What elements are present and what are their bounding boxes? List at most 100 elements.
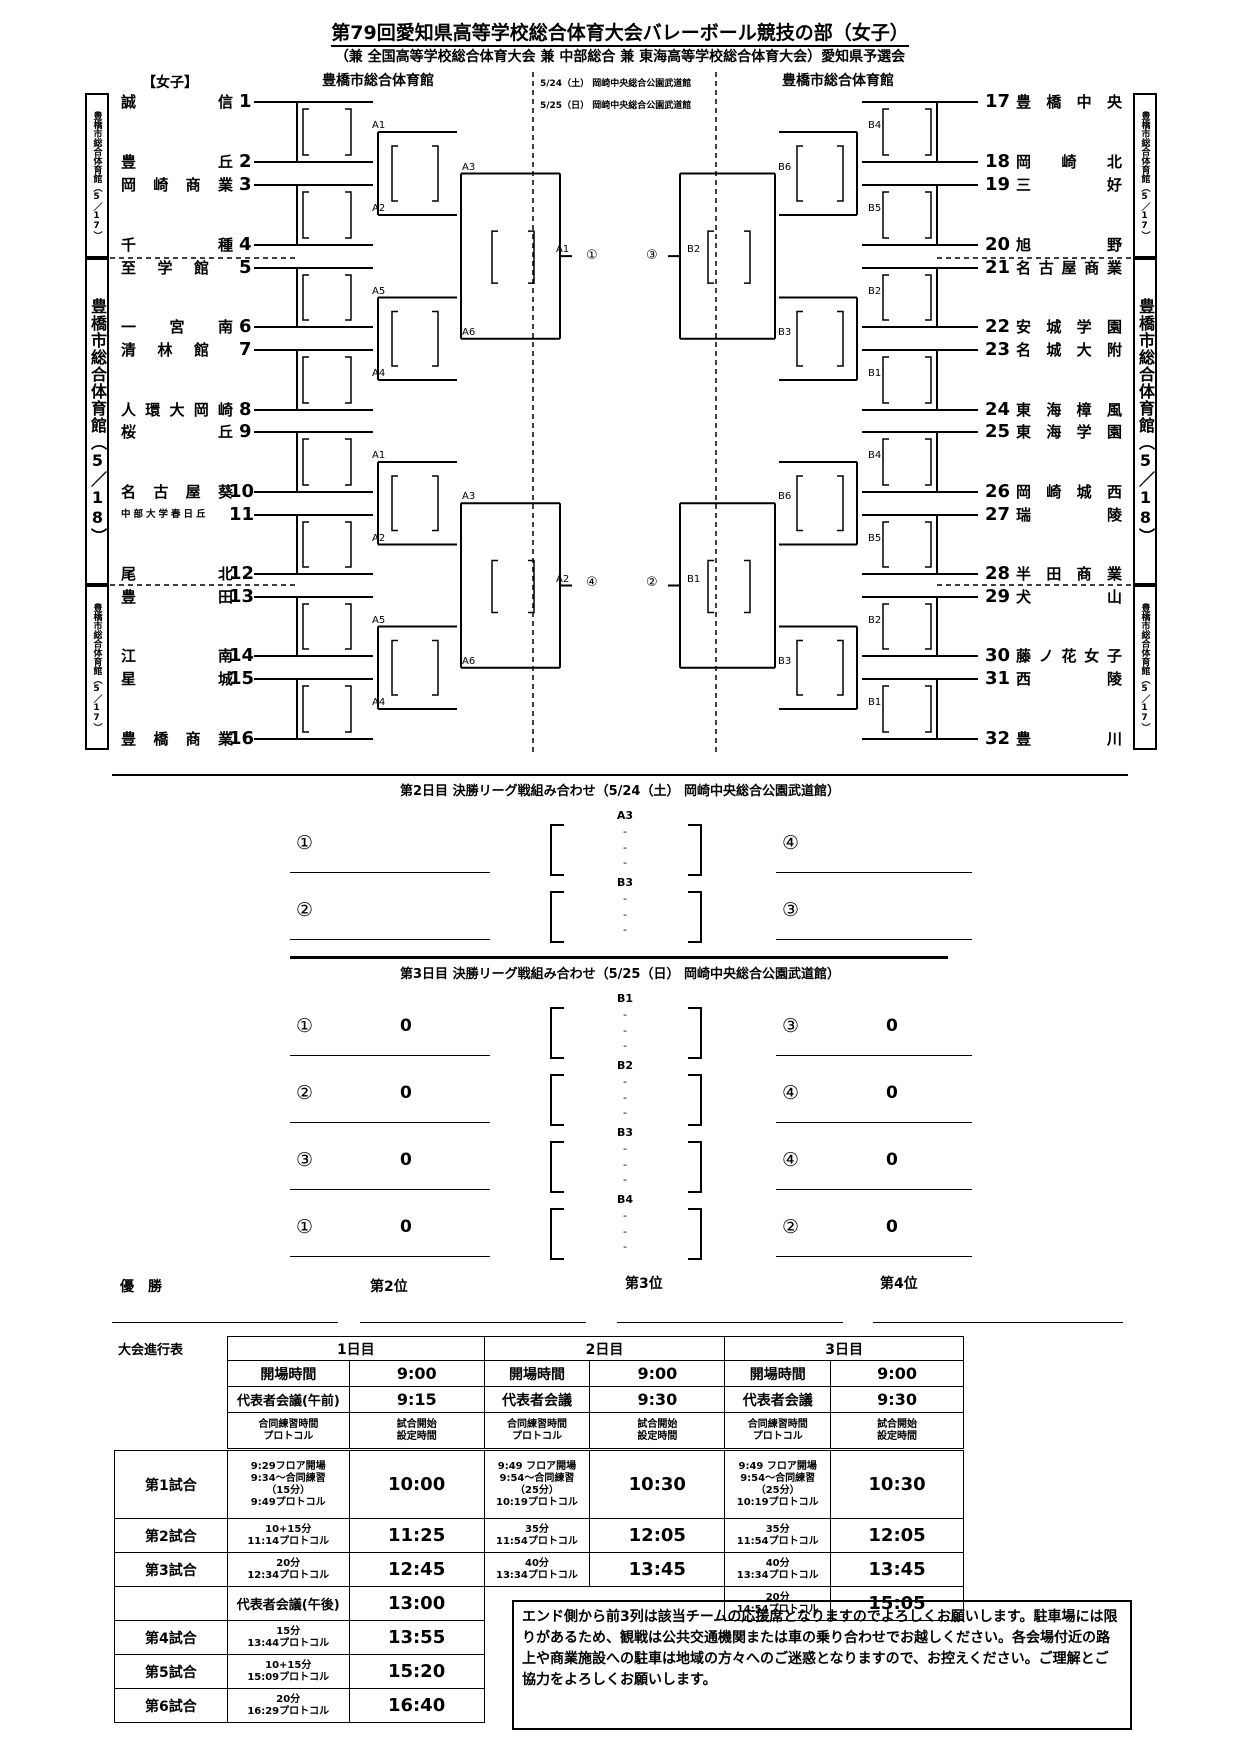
meeting-label-d1: 代表者会議(午前)	[227, 1386, 350, 1413]
score-slot	[302, 685, 352, 733]
score-slot	[796, 475, 844, 532]
court-label: B1	[616, 992, 634, 1005]
team-number-15: 15	[229, 668, 255, 689]
notice-box: エンド側から前3列は該当チームの応援席となりますのでよろしくお願いします。駐車場…	[512, 1600, 1132, 1730]
match-label-right-r1: B5	[868, 532, 882, 544]
team-name-9: 桜丘	[121, 423, 233, 441]
bracket-left	[550, 1074, 564, 1126]
meeting-label-pm: 代表者会議(午後)	[226, 1586, 350, 1621]
slot-line-right	[776, 939, 972, 940]
block-mark-top-right: ③	[646, 248, 658, 263]
right-team-slot: ③	[782, 1015, 800, 1037]
team-name-13: 豊田	[121, 588, 233, 606]
match-label-left-r1: A1	[372, 450, 386, 461]
score-slot	[391, 475, 439, 532]
day3-heading: 第3日目 決勝リーグ戦組み合わせ（5/25（日） 岡崎中央総合公園武道館）	[400, 967, 840, 982]
score-dash: -	[623, 1090, 627, 1104]
team-number-30: 30	[985, 645, 1011, 666]
placing-winner-line	[112, 1322, 338, 1323]
team-number-26: 26	[985, 481, 1011, 502]
bracket-left	[550, 824, 564, 876]
slot-line-left	[290, 872, 490, 873]
team-name-20: 旭野	[1016, 236, 1122, 254]
team-name-3: 岡崎商業	[121, 176, 233, 194]
team-number-28: 28	[985, 563, 1011, 584]
start-d2: 13:45	[589, 1552, 726, 1587]
team-name-24: 東海樟風	[1016, 401, 1122, 419]
score-dash: -	[623, 856, 627, 869]
score-dash: -	[623, 923, 627, 936]
placing-winner-label: 優 勝	[120, 1279, 162, 1295]
match-label-left-r2: A6	[462, 655, 476, 667]
team-number-25: 25	[985, 421, 1011, 442]
placing-fourth-line	[873, 1322, 1123, 1323]
meeting-label-d3: 代表者会議	[724, 1386, 832, 1413]
block-mark-top-left: ①	[586, 248, 598, 263]
date-line-2: 5/25（日） 岡崎中央総合公園武道館	[540, 101, 692, 111]
right-score: 0	[886, 1016, 898, 1036]
match-label-right-r1: B4	[868, 450, 882, 461]
team-name-15: 星城	[121, 670, 233, 688]
team-number-22: 22	[985, 316, 1011, 337]
col-head-start: 試合開始設定時間	[348, 1412, 485, 1449]
score-slot	[302, 274, 352, 321]
schedule-day3: 3日目	[724, 1336, 964, 1361]
score-slot	[302, 108, 352, 156]
team-number-13: 13	[229, 586, 255, 607]
slot-line-right	[776, 1189, 972, 1190]
venue-left: 豊橋市総合体育館	[322, 73, 434, 89]
start-d2: 10:30	[589, 1450, 726, 1519]
team-name-6: 一宮南	[121, 318, 233, 336]
start-d3: 13:45	[830, 1552, 964, 1587]
team-number-32: 32	[985, 728, 1011, 749]
open-time-d1: 9:00	[348, 1360, 485, 1387]
side-label-left-bottom: 豊橋市総合体育館（5／17）	[85, 585, 109, 750]
match-label-right-r1: B5	[868, 203, 882, 214]
match-label-right-r3: B2	[687, 244, 701, 256]
match-label-right-r1: B2	[868, 285, 882, 297]
start-d1: 11:25	[348, 1518, 485, 1553]
team-number-4: 4	[239, 234, 252, 255]
start-d1: 15:20	[348, 1654, 485, 1689]
score-dash: -	[623, 1008, 627, 1021]
score-dash: -	[623, 892, 627, 905]
score-dash: -	[623, 1173, 627, 1186]
score-slot	[882, 521, 932, 568]
court-label: B3	[616, 1126, 634, 1139]
match-label-left-r2: A3	[462, 161, 476, 173]
page-subtitle: （兼 全国高等学校総合体育大会 兼 中部総合 兼 東海高等学校総合体育大会）愛知…	[334, 49, 906, 65]
match-label-left-r1: A2	[372, 532, 386, 544]
bracket-right	[688, 1074, 702, 1126]
team-name-27: 瑞陵	[1016, 506, 1122, 524]
team-name-22: 安城学園	[1016, 318, 1122, 336]
team-number-2: 2	[239, 151, 252, 172]
score-slot	[882, 191, 932, 239]
right-score: 0	[886, 1083, 898, 1103]
score-dash: -	[623, 825, 627, 838]
placing-third-line	[617, 1322, 843, 1323]
bracket-left	[550, 1208, 564, 1260]
match-label: 第5試合	[114, 1654, 228, 1689]
court-label: B4	[616, 1193, 634, 1206]
side-label-left-mid: 豊橋市総合体育館（5／18）	[85, 258, 109, 585]
score-dash: -	[623, 1106, 627, 1119]
score-slot	[882, 438, 932, 486]
score-slot	[707, 559, 751, 614]
match-label-left-r1: A2	[372, 203, 386, 214]
page-title: 第79回愛知県高等学校総合体育大会バレーボール競技の部（女子）	[0, 18, 1240, 47]
score-slot	[707, 230, 751, 284]
block-mark-bottom-left: ④	[586, 575, 598, 590]
team-name-29: 犬山	[1016, 588, 1122, 606]
team-name-21: 名古屋商業	[1016, 259, 1122, 277]
score-dash: -	[623, 1224, 627, 1238]
match-label-right-r1: B4	[868, 120, 882, 131]
